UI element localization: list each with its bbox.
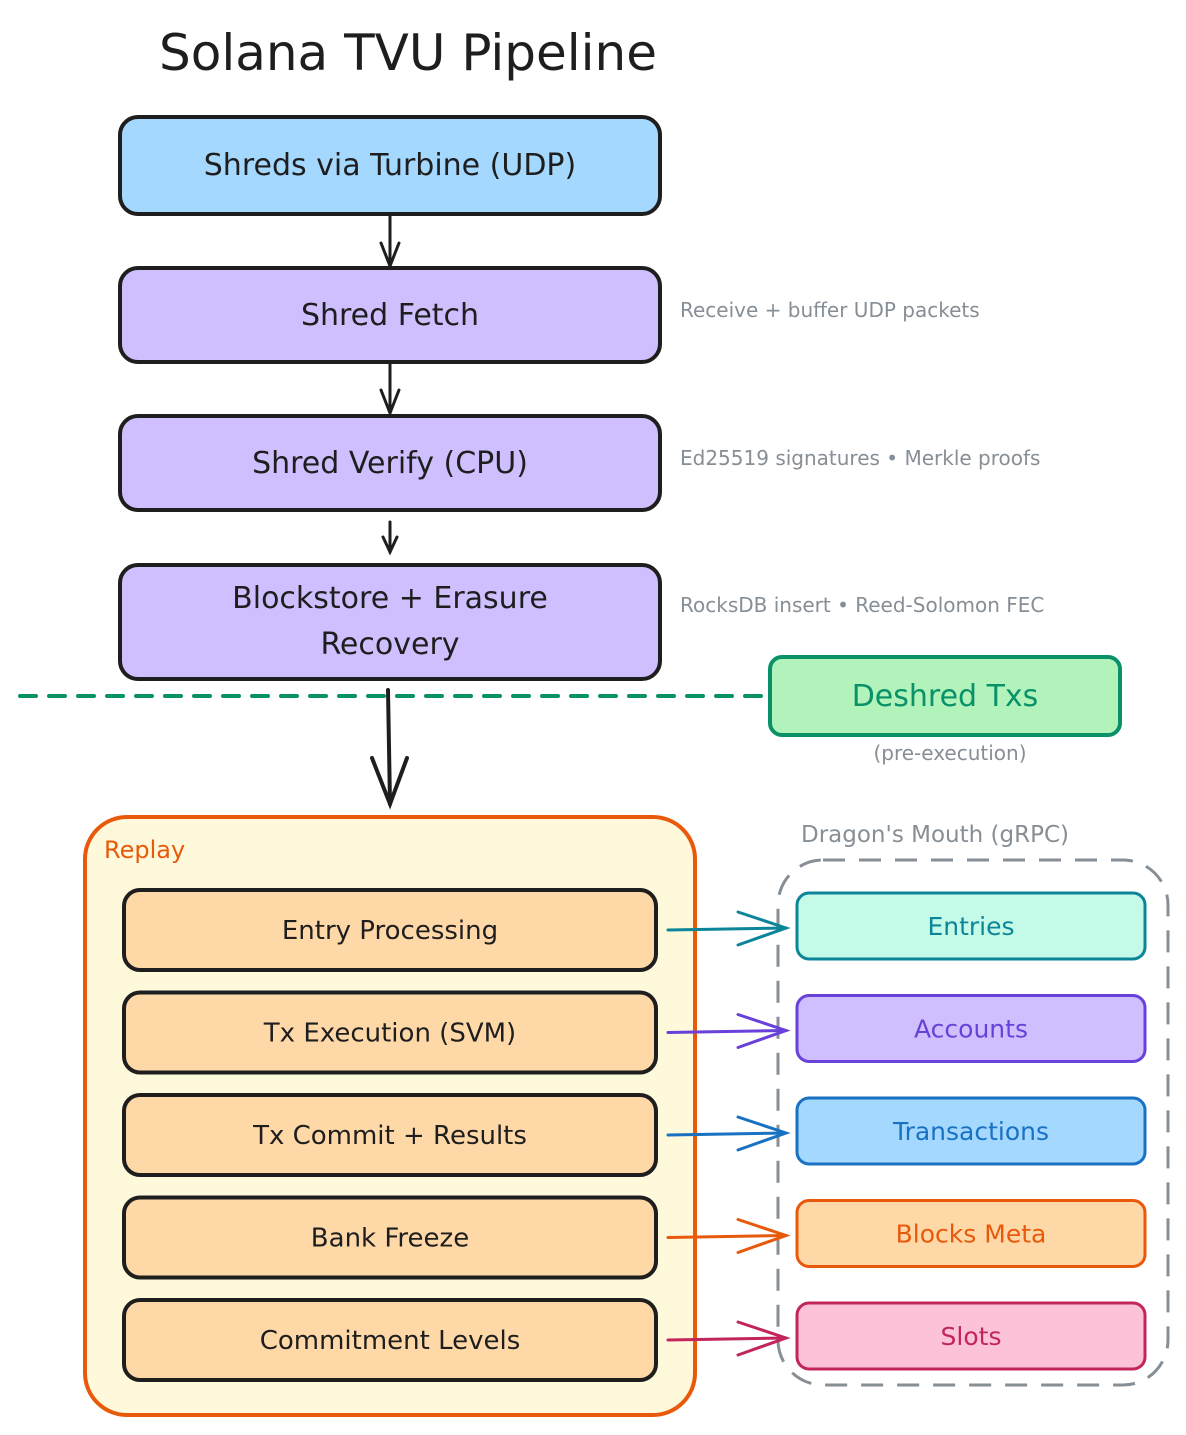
stage-label: Shreds via Turbine (UDP) — [204, 148, 576, 183]
stage-note-shred-fetch: Receive + buffer UDP packets — [680, 298, 980, 322]
stream-box — [795, 1096, 1147, 1166]
stream-transactions[interactable]: Transactions — [795, 1096, 1147, 1166]
replay-stage-tx-execution-svm[interactable]: Tx Execution (SVM) — [122, 990, 658, 1075]
arrow-to-blocks-meta — [666, 1218, 791, 1254]
replay-label: Replay — [104, 836, 185, 864]
arrow-verify-to-blockstore — [381, 520, 399, 556]
arrow-to-transactions — [666, 1115, 791, 1152]
stream-box — [795, 1301, 1147, 1371]
stage-shreds-via-turbine[interactable]: Shreds via Turbine (UDP) — [118, 115, 662, 216]
stage-shred-fetch[interactable]: Shred Fetch — [118, 266, 662, 364]
dragons-mouth-label: Dragon's Mouth (gRPC) — [801, 822, 1069, 848]
stage-box — [118, 563, 662, 681]
replay-stage-label: Tx Commit + Results — [252, 1121, 527, 1151]
deshred-label: Deshred Txs — [852, 679, 1039, 714]
stage-label: Shred Verify (CPU) — [252, 446, 528, 481]
arrow-turbine-to-fetch — [379, 212, 401, 271]
stream-box — [795, 891, 1147, 961]
arrow-blockstore-to-replay — [370, 688, 409, 810]
replay-stage-box — [122, 1093, 658, 1177]
stream-blocks-meta[interactable]: Blocks Meta — [795, 1199, 1147, 1268]
dragons-mouth-container — [776, 858, 1170, 1387]
arrow-to-entries — [666, 910, 791, 947]
replay-stage-box — [122, 990, 658, 1075]
stage-label-line1: Blockstore + Erasure — [232, 581, 548, 616]
replay-stage-label: Entry Processing — [282, 916, 498, 946]
stream-box — [795, 994, 1147, 1063]
replay-stage-label: Commitment Levels — [260, 1326, 521, 1356]
stream-accounts[interactable]: Accounts — [795, 994, 1147, 1063]
stage-note-shred-verify: Ed25519 signatures • Merkle proofs — [680, 446, 1040, 470]
replay-stage-entry-processing[interactable]: Entry Processing — [122, 888, 658, 972]
replay-stage-commitment-levels[interactable]: Commitment Levels — [122, 1298, 658, 1382]
replay-stage-box — [122, 888, 658, 972]
deshred-box — [768, 655, 1122, 737]
stage-shred-verify[interactable]: Shred Verify (CPU) — [118, 414, 662, 512]
stream-label: Accounts — [914, 1015, 1028, 1044]
arrow-fetch-to-verify — [379, 360, 401, 418]
stage-blockstore-erasure-recovery[interactable]: Blockstore + Erasure Recovery — [118, 563, 662, 681]
replay-stage-bank-freeze[interactable]: Bank Freeze — [122, 1195, 658, 1280]
stage-label: Shred Fetch — [301, 298, 479, 333]
replay-stage-box — [122, 1195, 658, 1280]
arrow-to-slots — [666, 1320, 791, 1357]
stream-slots[interactable]: Slots — [795, 1301, 1147, 1371]
stage-note-blockstore: RocksDB insert • Reed-Solomon FEC — [680, 593, 1044, 617]
replay-stage-box — [122, 1298, 658, 1382]
stream-label: Transactions — [892, 1117, 1049, 1146]
deshred-sublabel: (pre-execution) — [873, 741, 1026, 765]
stream-label: Slots — [941, 1322, 1002, 1351]
stage-box — [118, 414, 662, 512]
replay-stage-tx-commit-results[interactable]: Tx Commit + Results — [122, 1093, 658, 1177]
stage-label-line2: Recovery — [320, 627, 459, 662]
stream-label: Entries — [927, 912, 1014, 941]
replay-stage-label: Bank Freeze — [311, 1224, 469, 1254]
stream-entries[interactable]: Entries — [795, 891, 1147, 961]
replay-stage-label: Tx Execution (SVM) — [263, 1019, 516, 1049]
stream-label: Blocks Meta — [896, 1220, 1047, 1249]
stream-box — [795, 1199, 1147, 1268]
deshred-txs-box[interactable]: Deshred Txs — [768, 655, 1122, 737]
diagram-title: Solana TVU Pipeline — [159, 24, 657, 82]
arrow-to-accounts — [666, 1013, 791, 1049]
